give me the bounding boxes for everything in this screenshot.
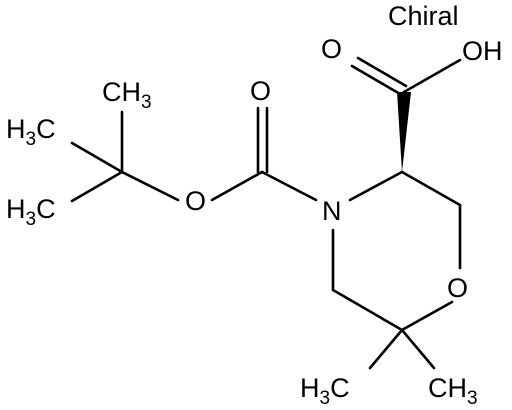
label-ch3-top: CH3 <box>102 77 152 113</box>
bond-o-ring-c6 <box>400 300 454 332</box>
label-ring-nitrogen: N <box>322 196 342 226</box>
label-acid-hydroxyl: OH <box>462 36 503 66</box>
bond-quatC-ester-o <box>120 170 180 202</box>
bond-ester-o-carbonyl-c <box>210 170 264 202</box>
bond-quatC-ch3-left2 <box>70 170 124 203</box>
label-h3c-bottom: H3C <box>300 373 350 409</box>
bond-acid-double-b <box>356 56 408 88</box>
bond-acid-c-oh <box>402 58 462 94</box>
label-h3c-left-upper: H3C <box>6 114 56 150</box>
chiral-label: Chiral <box>388 1 459 31</box>
bonds <box>70 56 462 370</box>
bond-c6-ch3-right <box>400 328 436 370</box>
atom-labels: CH3 H3C H3C O O N O OH O H3C CH3 Chiral <box>6 1 503 409</box>
label-h3c-left-lower: H3C <box>6 194 56 230</box>
label-ch3-bottom: CH3 <box>428 373 478 409</box>
bond-carbonyl-c-n <box>260 170 318 202</box>
bond-quatC-ch3-left1 <box>70 141 124 174</box>
label-acid-carbonyl-oxygen: O <box>321 34 342 64</box>
wedge-bond-stereo <box>397 92 411 172</box>
label-ester-oxygen: O <box>185 186 206 216</box>
bond-n-c3 <box>348 170 404 202</box>
bond-c6-ch3-left <box>368 328 404 370</box>
bond-acid-double-a <box>350 64 402 96</box>
label-boc-carbonyl-oxygen: O <box>250 76 271 106</box>
bond-c6-c5 <box>331 288 404 332</box>
bond-c3-c2 <box>400 170 462 207</box>
label-ring-oxygen: O <box>447 273 468 303</box>
